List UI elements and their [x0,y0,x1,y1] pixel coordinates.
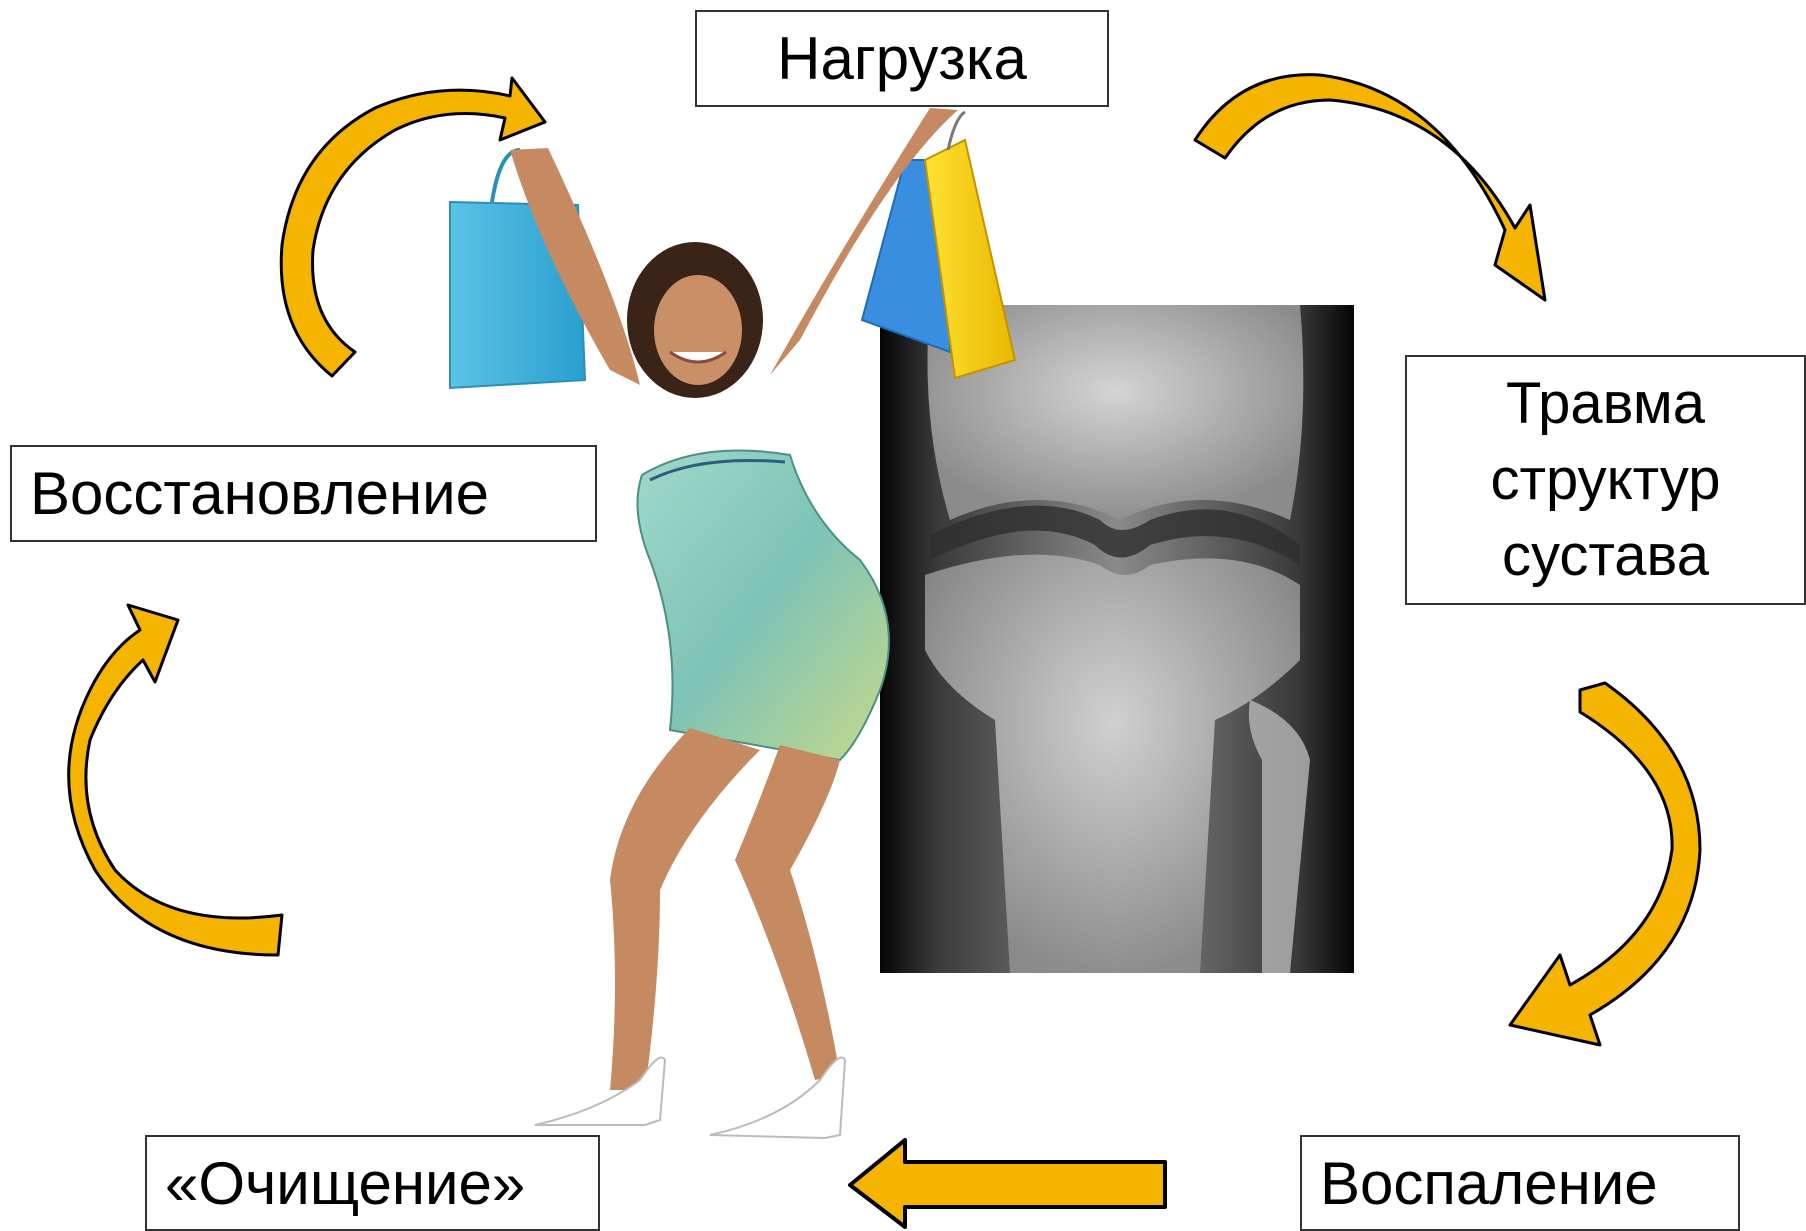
node-recovery: Восстановление [10,445,597,542]
node-load-label: Нагрузка [777,24,1027,93]
node-inflammation-label: Воспаление [1320,1149,1658,1218]
node-inflammation: Воспаление [1300,1135,1740,1231]
node-injury-label-line-2: структур [1490,442,1720,518]
curved-arrow-cleansing-to-recovery [69,605,282,955]
curved-arrow-load-to-injury [1195,75,1545,300]
node-cleansing: «Очищение» [145,1135,600,1231]
curved-arrow-injury-to-inflammation [1510,683,1700,1045]
node-injury-label-line-3: сустава [1502,518,1709,594]
node-recovery-label: Восстановление [30,459,489,528]
node-injury: Травма структур сустава [1405,355,1806,605]
node-cleansing-label: «Очищение» [165,1149,525,1218]
node-injury-label-line-1: Травма [1506,366,1705,442]
curved-arrow-recovery-to-load [281,78,545,376]
straight-arrow-inflammation-to-cleansing [850,1140,1165,1227]
node-load: Нагрузка [695,10,1109,107]
